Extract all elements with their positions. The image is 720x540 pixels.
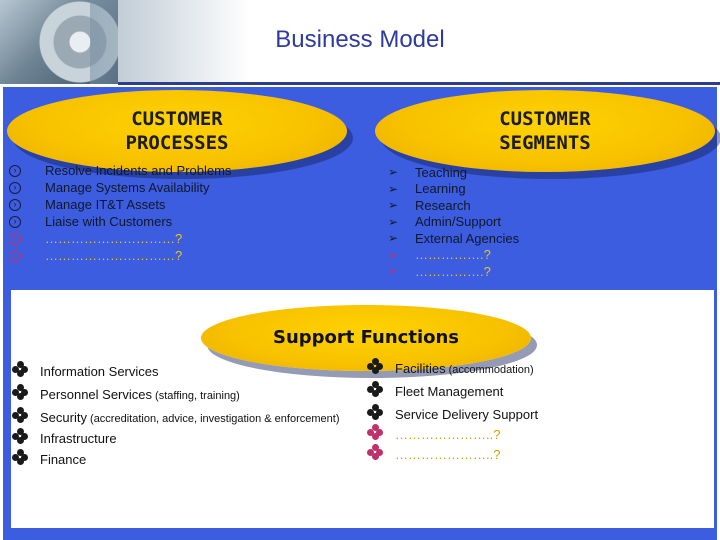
- list-item: …………………..?: [363, 444, 538, 462]
- list-item: Service Delivery Support: [363, 404, 538, 422]
- four-dot-diamond-icon: [367, 381, 383, 397]
- circle-chevron-icon: ›: [9, 249, 21, 262]
- list-item: ›Manage IT&T Assets: [9, 196, 309, 213]
- list-item: ➢Admin/Support: [388, 214, 501, 230]
- list-item: ›Manage Systems Availability: [9, 179, 309, 196]
- four-dot-diamond-icon: [12, 407, 28, 423]
- circle-chevron-icon: ›: [9, 198, 21, 211]
- list-item: Information Services: [8, 361, 340, 379]
- customer-processes-oval: CUSTOMER PROCESSES: [7, 90, 347, 172]
- four-dot-diamond-icon: [367, 404, 383, 420]
- processes-heading-line2: PROCESSES: [125, 132, 229, 154]
- list-item: ›Resolve Incidents and Problems: [9, 162, 309, 179]
- arrow-bullet-icon: ➢: [388, 214, 399, 229]
- four-dot-diamond-icon: [12, 449, 28, 465]
- segments-heading-line1: CUSTOMER: [499, 108, 591, 130]
- four-dot-diamond-icon: [12, 384, 28, 400]
- list-item: Personnel Services (staffing, training): [8, 384, 340, 402]
- list-item: Security (accreditation, advice, investi…: [8, 407, 340, 425]
- list-item: Facilities (accommodation): [363, 358, 538, 376]
- header-divider: [118, 82, 720, 85]
- support-functions-oval: Support Functions: [201, 305, 531, 371]
- arrow-bullet-icon: ➢: [388, 198, 399, 213]
- support-functions-left-list: Information Services Personnel Services …: [8, 361, 340, 472]
- support-functions-right-list: Facilities (accommodation) Fleet Managem…: [363, 358, 538, 467]
- circle-chevron-icon: ›: [9, 215, 21, 228]
- page-title: Business Model: [275, 26, 445, 53]
- list-item: ›…………………………?: [9, 247, 309, 264]
- four-dot-diamond-icon: [367, 424, 383, 440]
- list-item: ➢Research: [388, 197, 471, 213]
- list-item: Infrastructure: [8, 428, 340, 446]
- list-item: ➢External Agencies: [388, 230, 520, 246]
- list-item: ➢Learning: [388, 181, 466, 197]
- list-item: ➢…………….?: [388, 247, 491, 263]
- four-dot-diamond-icon: [367, 358, 383, 374]
- customer-segments-list: ➢Teaching ➢Learning ➢Research ➢Admin/Sup…: [388, 164, 638, 280]
- four-dot-diamond-icon: [12, 361, 28, 377]
- list-item: Fleet Management: [363, 381, 538, 399]
- arrow-bullet-icon: ➢: [388, 264, 399, 279]
- customer-segments-oval: CUSTOMER SEGMENTS: [375, 90, 715, 172]
- circle-chevron-icon: ›: [9, 181, 21, 194]
- four-dot-diamond-icon: [367, 444, 383, 460]
- arrow-bullet-icon: ➢: [388, 231, 399, 246]
- circle-chevron-icon: ›: [9, 164, 21, 177]
- list-item: ➢Teaching: [388, 164, 468, 180]
- processes-heading-line1: CUSTOMER: [131, 108, 223, 130]
- circle-chevron-icon: ›: [9, 232, 21, 245]
- list-item: ›Liaise with Customers: [9, 213, 309, 230]
- arrow-bullet-icon: ➢: [388, 181, 399, 196]
- list-item: Finance: [8, 449, 340, 467]
- segments-heading-line2: SEGMENTS: [499, 132, 591, 154]
- arrow-bullet-icon: ➢: [388, 165, 399, 180]
- list-item: …………………..?: [363, 424, 538, 442]
- customer-processes-list: ›Resolve Incidents and Problems ›Manage …: [9, 162, 309, 264]
- four-dot-diamond-icon: [12, 428, 28, 444]
- list-item: ➢…………….?: [388, 263, 491, 279]
- list-item: ›…………………………?: [9, 230, 309, 247]
- arrow-bullet-icon: ➢: [388, 247, 399, 262]
- support-functions-heading: Support Functions: [272, 327, 460, 348]
- header-fade: [90, 0, 250, 84]
- header: Business Model: [0, 0, 720, 85]
